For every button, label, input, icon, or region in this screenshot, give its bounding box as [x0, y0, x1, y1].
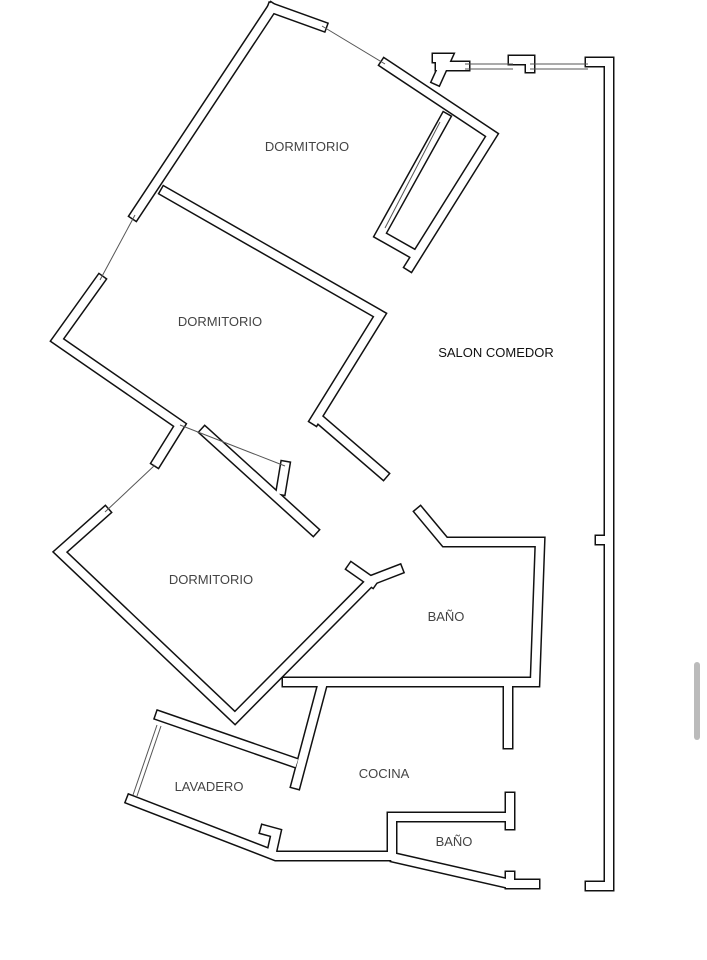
bedroom3-door-stub-fill: [346, 562, 378, 588]
room-label-dormitorio-1: DORMITORIO: [265, 139, 349, 154]
bedroom2-corner-stub-fill: [276, 461, 290, 495]
right-exterior-wall-fill: [586, 58, 613, 890]
room-label-dormitorio-3: DORMITORIO: [169, 572, 253, 587]
scrollbar[interactable]: [694, 662, 700, 740]
bedroom2-left-wall: [49, 272, 188, 470]
bedroom-divider-wall: [157, 184, 388, 428]
bedroom3-diagonal-wall-fill: [199, 426, 319, 536]
bedroom1-top-wall-fill: [266, 2, 328, 32]
bathroom1-wall: [281, 504, 546, 688]
room-label-lavadero: LAVADERO: [175, 779, 244, 794]
walls: [49, 0, 615, 892]
room-label-bano-2: BAÑO: [436, 834, 473, 849]
top-wall-pillar-fill: [509, 56, 534, 72]
room-label-cocina: COCINA: [359, 766, 410, 781]
room-label-dormitorio-2: DORMITORIO: [178, 314, 262, 329]
room-label-bano-1: BAÑO: [428, 609, 465, 624]
laundry-top-wall-fill: [154, 710, 299, 768]
laundry-bottom-wall-fill: [125, 794, 514, 860]
room-label-salon-comedor: SALON COMEDOR: [438, 345, 554, 360]
salon-partition-wall-fill: [312, 412, 389, 480]
bedroom-divider-wall-fill: [159, 186, 386, 426]
closet-wall-fill: [374, 112, 451, 258]
bedroom2-left-wall-fill: [51, 274, 186, 468]
bathroom1-wall-fill: [283, 506, 545, 686]
bedroom3-outer-wall-fill: [54, 506, 404, 724]
kitchen-divider-wall-fill: [291, 681, 327, 789]
laundry-pillar-fill: [260, 825, 281, 856]
top-wall-corner-fill: [431, 54, 454, 86]
bedroom1-top-wall-2-fill: [379, 58, 498, 272]
windows: [99, 25, 588, 797]
bedroom1-left-wall-fill: [129, 2, 278, 221]
